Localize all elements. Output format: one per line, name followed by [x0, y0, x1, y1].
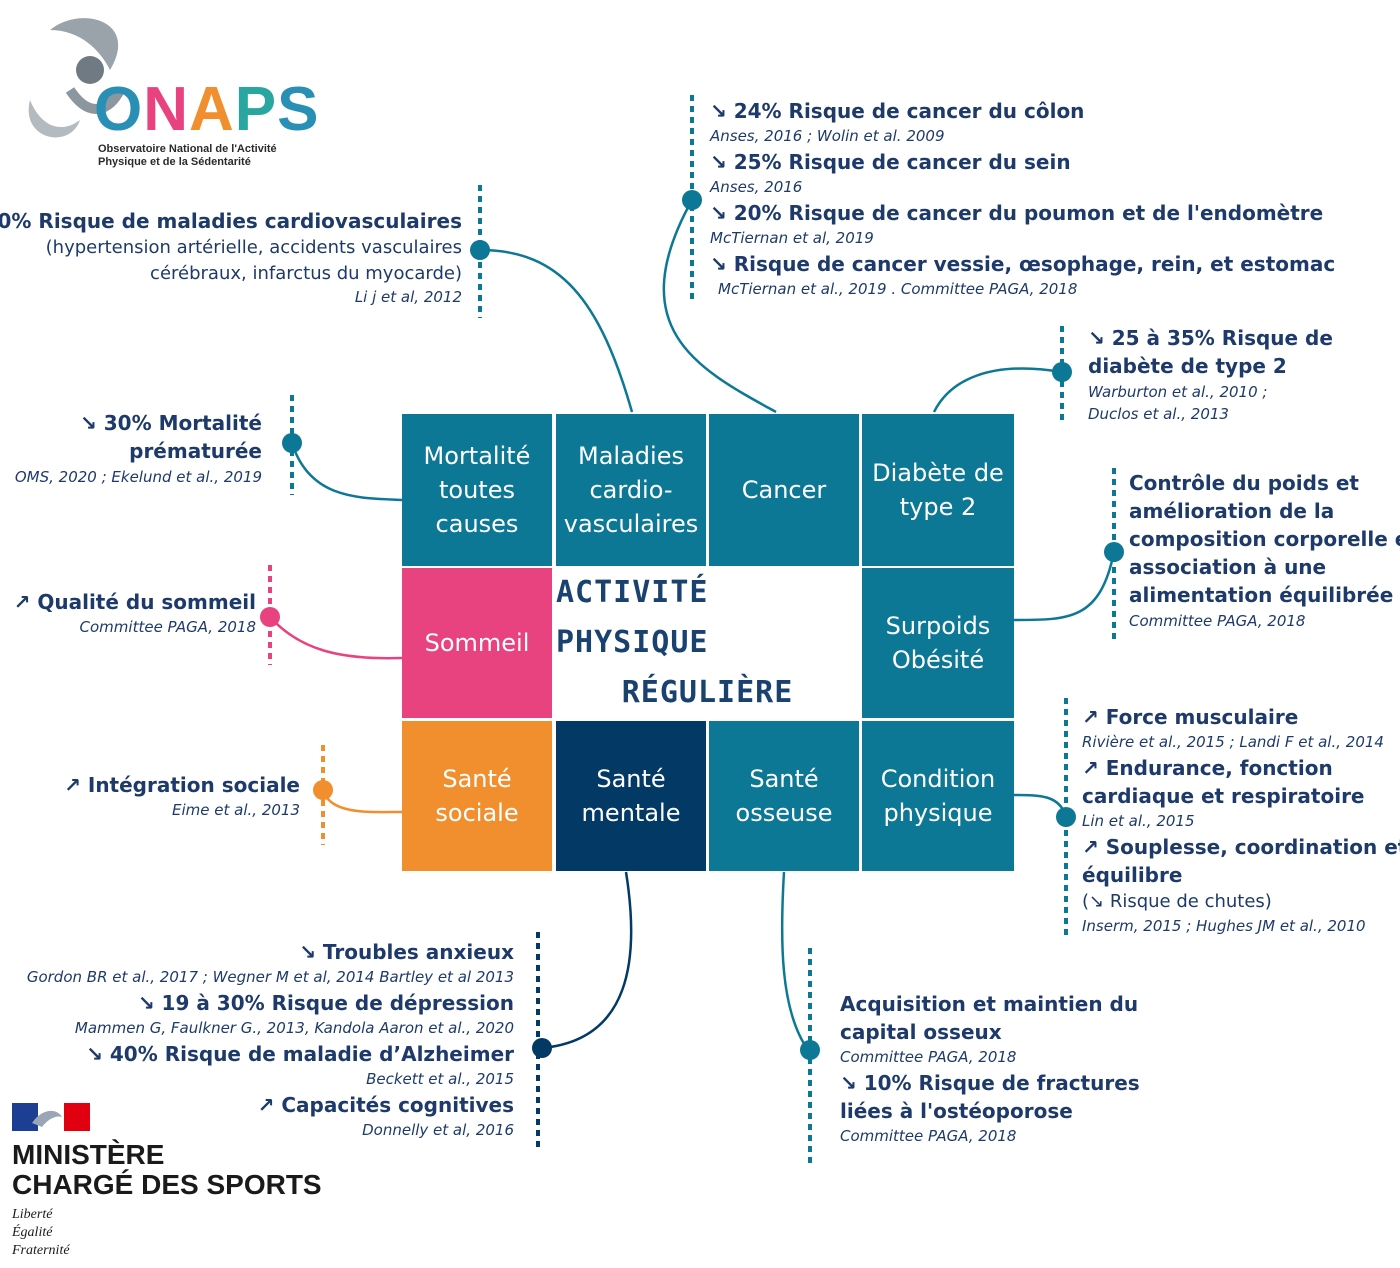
condition-head-5: équilibre [1082, 863, 1183, 887]
connector-surpoids [1013, 551, 1116, 622]
condition-head-4: ↗ Souplesse, coordination et [1082, 835, 1400, 859]
connector-diabete [932, 367, 1063, 413]
mentale-source-4: Donnelly et al, 2016 [362, 1121, 514, 1139]
cell-mentale: Santé mentale [556, 721, 706, 871]
mentale-source-1: Gordon BR et al., 2017 ; Wegner M et al,… [26, 968, 514, 986]
sociale-head: ↗ Intégration sociale [64, 773, 300, 797]
surpoids-head-3: composition corporelle en [1129, 527, 1400, 551]
cell-sommeil: Sommeil [402, 568, 552, 718]
osseuse-source-1: Committee PAGA, 2018 [840, 1048, 1017, 1066]
cardio-line2: (hypertension artérielle, accidents vasc… [45, 237, 462, 258]
cancer-head-1: ↘ 24% Risque de cancer du côlon [710, 99, 1085, 123]
connector-osseuse [780, 871, 810, 1051]
sommeil-source: Committee PAGA, 2018 [79, 618, 256, 636]
dot-diabete [1052, 362, 1072, 382]
sociale-source: Eime et al., 2013 [172, 801, 300, 819]
motto-egalite: Égalité [12, 1225, 53, 1240]
onaps-subtitle-2: Physique et de la Sédentarité [98, 156, 251, 168]
cardio-source: Li j et al, 2012 [354, 288, 462, 306]
cancer-head-2: ↘ 25% Risque de cancer du sein [710, 150, 1071, 174]
dot-condition [1056, 807, 1076, 827]
onaps-figure-icon [28, 18, 125, 138]
dot-mentale [532, 1038, 552, 1058]
condition-source-2: Lin et al., 2015 [1082, 812, 1195, 830]
ministry-logo: MINISTÈRE CHARGÉ DES SPORTS Liberté Égal… [12, 1100, 342, 1265]
cancer-source-3: McTiernan et al, 2019 [710, 229, 874, 247]
connector-cardio [479, 248, 634, 413]
ministry-line-2: CHARGÉ DES SPORTS [12, 1169, 322, 1200]
motto-liberte: Liberté [12, 1207, 53, 1222]
mentale-head-4: ↗ Capacités cognitives [257, 1093, 514, 1117]
sommeil-head: ↗ Qualité du sommeil [13, 590, 256, 614]
cell-mortalite: Mortalité toutes causes [402, 414, 552, 566]
cell-cardio: Maladies cardio- vasculaires [556, 414, 706, 566]
connector-mentale [541, 871, 633, 1050]
mentale-source-2: Mammen G, Faulkner G., 2013, Kandola Aar… [74, 1019, 514, 1037]
dot-osseuse [800, 1040, 820, 1060]
connector-mortalite [290, 442, 403, 502]
osseuse-head-1: Acquisition et maintien du [840, 992, 1139, 1016]
condition-note-falls: (↘ Risque de chutes) [1082, 891, 1272, 912]
onaps-logo: ONAPS Observatoire National de l'Activit… [10, 10, 350, 170]
condition-head-3: cardiaque et respiratoire [1082, 784, 1365, 808]
mentale-source-3: Beckett et al., 2015 [366, 1070, 514, 1088]
mentale-head-2: ↘ 19 à 30% Risque de dépression [137, 991, 514, 1015]
cancer-head-4: ↘ Risque de cancer vessie, œsophage, rei… [710, 252, 1336, 276]
ministry-line-1: MINISTÈRE [12, 1139, 165, 1170]
dot-mortalite [282, 433, 302, 453]
cardio-line3: cérébraux, infarctus du myocarde) [150, 263, 462, 284]
surpoids-head-5: alimentation équilibrée [1129, 583, 1394, 607]
dot-surpoids [1104, 542, 1124, 562]
osseuse-head-4: liées à l'ostéoporose [840, 1099, 1073, 1123]
cancer-head-3: ↘ 20% Risque de cancer du poumon et de l… [710, 201, 1324, 225]
cell-condition: Condition physique [862, 721, 1014, 871]
surpoids-head-2: amélioration de la [1129, 499, 1335, 523]
cell-cancer: Cancer [709, 414, 859, 566]
dot-sociale [313, 780, 333, 800]
onaps-wordmark: ONAPS [94, 75, 320, 144]
condition-head-1: ↗ Force musculaire [1082, 705, 1299, 729]
connector-cancer [662, 199, 777, 414]
cell-sociale: Santé sociale [402, 721, 552, 871]
diabete-source-2: Duclos et al., 2013 [1088, 405, 1229, 423]
mentale-head-1: ↘ Troubles anxieux [299, 940, 514, 964]
cancer-source-4: McTiernan et al., 2019 . Committee PAGA,… [718, 280, 1078, 298]
diabete-head-2: diabète de type 2 [1088, 354, 1287, 378]
center-title: ACTIVITÉ PHYSIQUE RÉGULIÈRE [556, 568, 859, 718]
mentale-head-3: ↘ 40% Risque de maladie d’Alzheimer [86, 1042, 514, 1066]
cardio-head: ↘ 30% Risque de maladies cardiovasculair… [0, 209, 462, 233]
condition-source-1: Rivière et al., 2015 ; Landi F et al., 2… [1082, 733, 1384, 751]
connector-sociale [321, 789, 403, 814]
mortalite-head-1: ↘ 30% Mortalité [80, 411, 262, 435]
osseuse-head-3: ↘ 10% Risque de fractures [840, 1071, 1140, 1095]
connector-sommeil [269, 616, 403, 660]
mortalite-source: OMS, 2020 ; Ekelund et al., 2019 [14, 468, 262, 486]
cell-osseuse: Santé osseuse [709, 721, 859, 871]
condition-head-2: ↗ Endurance, fonction [1082, 756, 1333, 780]
dot-sommeil [260, 607, 280, 627]
onaps-subtitle-1: Observatoire National de l'Activité [98, 143, 277, 155]
cell-diabete: Diabète de type 2 [862, 414, 1014, 566]
cell-surpoids: Surpoids Obésité [862, 568, 1014, 718]
center-title-line2: RÉGULIÈRE [621, 675, 794, 710]
dot-cancer [682, 190, 702, 210]
motto-fraternite: Fraternité [12, 1243, 70, 1258]
center-title-line1: ACTIVITÉ PHYSIQUE [556, 575, 709, 660]
surpoids-head-4: association à une [1129, 555, 1327, 579]
cancer-source-1: Anses, 2016 ; Wolin et al. 2009 [710, 127, 945, 145]
condition-source-3: Inserm, 2015 ; Hughes JM et al., 2010 [1082, 917, 1366, 935]
diabete-source-1: Warburton et al., 2010 ; [1088, 383, 1268, 401]
osseuse-source-2: Committee PAGA, 2018 [840, 1127, 1017, 1145]
osseuse-head-2: capital osseux [840, 1020, 1002, 1044]
dot-cardio [470, 240, 490, 260]
diabete-head-1: ↘ 25 à 35% Risque de [1088, 326, 1333, 350]
surpoids-source: Committee PAGA, 2018 [1129, 612, 1306, 630]
surpoids-head-1: Contrôle du poids et [1129, 471, 1359, 495]
marianne-flag-icon [12, 1103, 90, 1131]
mortalite-head-2: prématurée [129, 439, 262, 463]
cancer-source-2: Anses, 2016 [710, 178, 803, 196]
